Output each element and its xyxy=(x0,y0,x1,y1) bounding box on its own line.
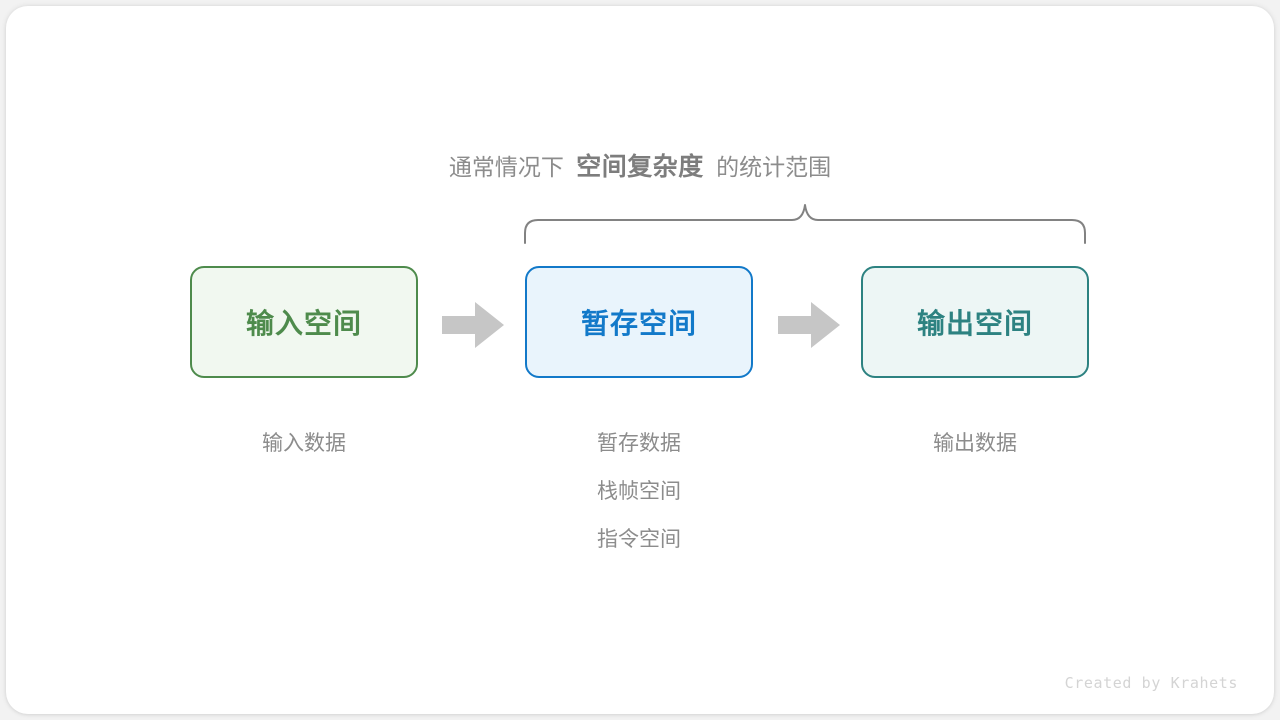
scope-brace xyxy=(505,195,1105,255)
space-boxes: 输入空间 暂存空间 输出空间 xyxy=(0,266,1280,382)
box-input-space[interactable]: 输入空间 xyxy=(190,266,418,378)
box-descriptions: 输入数据 暂存数据 栈帧空间 指令空间 输出数据 xyxy=(0,420,1280,560)
arrow-right-icon xyxy=(778,302,840,348)
labels-input-space: 输入数据 xyxy=(190,420,418,468)
box-temp-space[interactable]: 暂存空间 xyxy=(525,266,753,378)
label-item: 栈帧空间 xyxy=(597,480,681,503)
label-item: 指令空间 xyxy=(597,528,681,551)
caption-prefix: 通常情况下 xyxy=(448,154,564,180)
label-item: 暂存数据 xyxy=(597,432,681,455)
caption-emphasis: 空间复杂度 xyxy=(576,153,704,181)
caption: 通常情况下 空间复杂度 的统计范围 xyxy=(0,150,1280,184)
watermark-credit: Created by Krahets xyxy=(1064,674,1238,692)
box-output-space[interactable]: 输出空间 xyxy=(861,266,1089,378)
label-item: 输入数据 xyxy=(262,432,346,455)
labels-output-space: 输出数据 xyxy=(861,420,1089,468)
arrow-right-icon xyxy=(442,302,504,348)
box-input-space-label: 输入空间 xyxy=(245,308,362,339)
caption-suffix: 的统计范围 xyxy=(716,154,832,180)
box-output-space-label: 输出空间 xyxy=(916,308,1033,339)
label-item: 输出数据 xyxy=(933,432,1017,455)
box-temp-space-label: 暂存空间 xyxy=(580,308,697,339)
labels-temp-space: 暂存数据 栈帧空间 指令空间 xyxy=(525,420,753,564)
